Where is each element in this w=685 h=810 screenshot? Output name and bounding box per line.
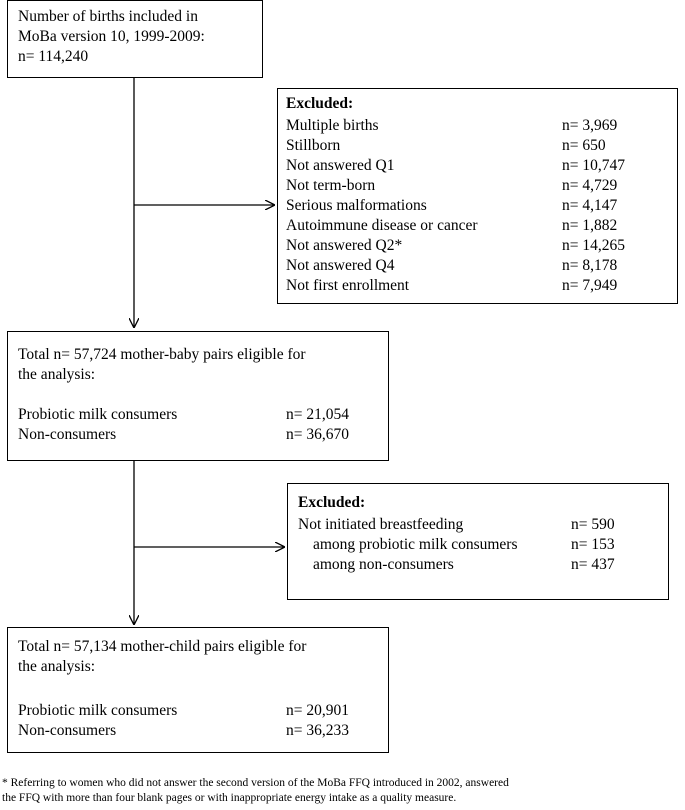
exclusion-2-label: among probiotic milk consumers — [313, 536, 518, 553]
exclusion-1-label: Autoimmune disease or cancer — [286, 217, 478, 234]
exclusion-1-value: n= 14,265 — [562, 237, 625, 254]
exclusion-1-label: Not term-born — [286, 177, 376, 194]
births-line-2: MoBa version 10, 1999-2009: — [18, 28, 205, 45]
exclusion-1-value: n= 1,882 — [562, 217, 618, 234]
exclusion-2-value: n= 153 — [571, 536, 615, 553]
exclusion-1-label: Not first enrollment — [286, 277, 410, 294]
exclusion-1-value: n= 3,969 — [562, 117, 618, 134]
group-label: Non-consumers — [18, 722, 117, 739]
exclusion-1-title: Excluded: — [286, 95, 354, 112]
exclusion-1-value: n= 4,729 — [562, 177, 618, 194]
eligible-1-line-2: the analysis: — [18, 366, 96, 383]
group-label: Non-consumers — [18, 426, 117, 443]
eligible-pairs-box-1: Total n= 57,724 mother-baby pairs eligib… — [7, 331, 389, 461]
eligible-1-line-1: Total n= 57,724 mother-baby pairs eligib… — [18, 346, 306, 363]
group-count: n= 36,670 — [286, 426, 349, 443]
group-label: Probiotic milk consumers — [18, 702, 178, 719]
births-count: n= 114,240 — [18, 48, 89, 65]
exclusion-1-value: n= 4,147 — [562, 197, 618, 214]
exclusion-box-2: Excluded: Not initiated breastfeeding n=… — [287, 483, 669, 600]
exclusion-2-title: Excluded: — [298, 494, 366, 511]
births-included-box: Number of births included in MoBa versio… — [7, 0, 263, 78]
exclusion-1-value: n= 10,747 — [562, 157, 625, 174]
exclusion-2-label: among non-consumers — [313, 556, 454, 573]
group-count: n= 21,054 — [286, 406, 349, 423]
exclusion-1-label: Not answered Q1 — [286, 157, 395, 174]
group-label: Probiotic milk consumers — [18, 406, 178, 423]
exclusion-1-label: Multiple births — [286, 117, 379, 134]
exclusion-2-value: n= 590 — [571, 516, 615, 533]
group-count: n= 20,901 — [286, 702, 349, 719]
footnote: * Referring to women who did not answer … — [2, 776, 509, 806]
exclusion-2-value: n= 437 — [571, 556, 615, 573]
exclusion-1-label: Stillborn — [286, 137, 341, 154]
eligible-2-line-1: Total n= 57,134 mother-child pairs eligi… — [18, 638, 307, 655]
exclusion-box-1: Excluded: Multiple births n= 3,969 Still… — [277, 88, 678, 304]
births-line-1: Number of births included in — [18, 8, 198, 25]
exclusion-2-label: Not initiated breastfeeding — [298, 516, 464, 533]
eligible-2-line-2: the analysis: — [18, 658, 96, 675]
group-count: n= 36,233 — [286, 722, 349, 739]
exclusion-1-value: n= 8,178 — [562, 257, 618, 274]
exclusion-1-label: Not answered Q4 — [286, 257, 395, 274]
exclusion-1-label: Serious malformations — [286, 197, 427, 214]
exclusion-1-label: Not answered Q2* — [286, 237, 403, 254]
exclusion-1-value: n= 7,949 — [562, 277, 618, 294]
footnote-line-2: the FFQ with more than four blank pages … — [2, 792, 457, 804]
footnote-line-1: * Referring to women who did not answer … — [2, 777, 509, 789]
exclusion-1-value: n= 650 — [562, 137, 606, 154]
eligible-pairs-box-2: Total n= 57,134 mother-child pairs eligi… — [7, 627, 389, 753]
